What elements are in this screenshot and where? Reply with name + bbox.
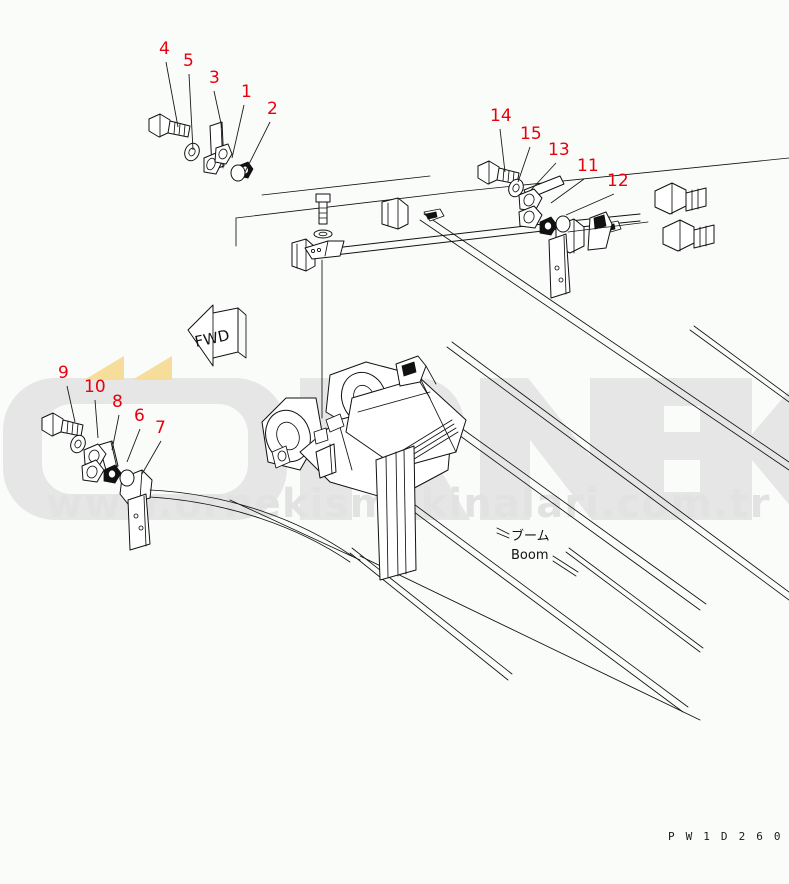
callout-14: 14 <box>490 106 512 126</box>
fwd-sign: FWD <box>187 304 247 367</box>
callout-9: 9 <box>58 363 69 383</box>
leader-12 <box>565 193 615 216</box>
leader-10 <box>94 399 99 439</box>
callout-2: 2 <box>267 99 278 119</box>
callout-1: 1 <box>241 82 252 102</box>
exploded-group-upper-right <box>477 160 571 236</box>
callout-15: 15 <box>520 124 542 144</box>
boom-leader-left <box>496 527 510 535</box>
part-bolt-4 <box>148 113 191 138</box>
leader-11 <box>550 178 585 204</box>
boom-leader-right <box>552 555 579 573</box>
callout-11: 11 <box>577 156 599 176</box>
clamp-block-right <box>381 197 409 230</box>
leader-1 <box>231 104 245 159</box>
hex-fitting-lower <box>662 219 715 252</box>
leader-13 <box>529 162 557 192</box>
part-code: P W 1 D 2 6 0 <box>668 830 783 843</box>
callout-4: 4 <box>159 39 170 59</box>
part-oring-12 <box>555 215 571 233</box>
exploded-group-upper-left <box>148 113 254 182</box>
callout-13: 13 <box>548 140 570 160</box>
hose-lines <box>229 213 789 721</box>
callout-7: 7 <box>155 418 166 438</box>
part-bolt-9 <box>41 412 84 437</box>
lineart-layer: FWD <box>41 113 789 721</box>
callout-layer: 4 5 3 1 2 14 15 13 11 12 9 10 8 6 7 <box>58 39 629 475</box>
leader-9 <box>66 385 76 423</box>
callout-6: 6 <box>134 406 145 426</box>
leader-8 <box>111 414 120 451</box>
leader-5 <box>188 73 194 151</box>
boom-foot-assembly <box>261 355 467 581</box>
hex-fitting-upper <box>654 182 707 215</box>
part-nut-11b <box>539 216 558 236</box>
callout-8: 8 <box>112 392 123 412</box>
leader-4 <box>165 61 179 128</box>
leader-2 <box>244 121 271 173</box>
leader-14 <box>499 128 506 173</box>
callout-12: 12 <box>607 171 629 191</box>
leader-3 <box>213 90 223 129</box>
boom-label-jp: ブーム <box>511 528 550 544</box>
leader-7 <box>141 440 162 475</box>
part-oring-2 <box>230 164 246 182</box>
part-nut-6b <box>103 464 122 484</box>
callout-10: 10 <box>84 377 106 397</box>
right-clamp-bracket <box>548 211 649 299</box>
part-clamp-half-11 <box>518 188 543 229</box>
part-oring-7 <box>119 469 135 487</box>
exploded-group-lower-left <box>41 412 135 487</box>
callout-5: 5 <box>183 51 194 71</box>
watermark-accent <box>84 356 172 380</box>
callout-3: 3 <box>209 68 220 88</box>
part-washer-15 <box>508 178 524 198</box>
part-clamp-half-6 <box>81 443 107 483</box>
part-clamp-half-1 <box>203 143 233 175</box>
text-label-layer: ブーム Boom <box>496 527 579 577</box>
leader-15 <box>517 146 531 183</box>
leader-6 <box>126 428 141 463</box>
part-washer-5 <box>184 142 200 162</box>
part-washer-10 <box>70 434 86 454</box>
boom-label-en: Boom <box>511 548 549 563</box>
part-clamp-plate-8 <box>98 440 119 471</box>
center-bolt-assembly <box>304 193 345 419</box>
